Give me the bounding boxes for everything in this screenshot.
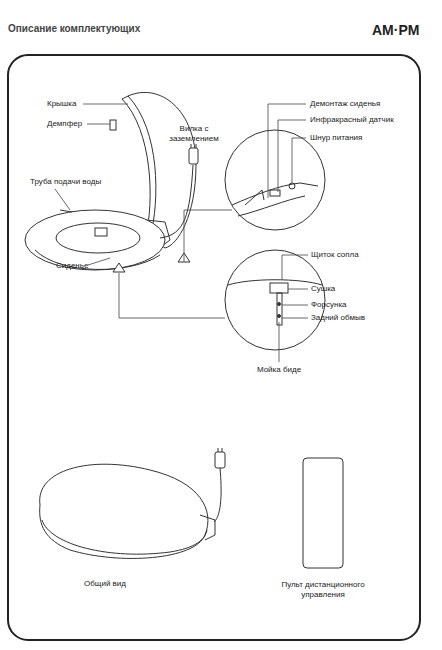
part-label: Щиток сопла bbox=[311, 250, 359, 260]
view-caption: Пульт дистанционного управления bbox=[273, 580, 373, 600]
part-label: Вилка с заземлением bbox=[163, 124, 225, 144]
part-label: Сиденье bbox=[56, 261, 88, 271]
remote-control bbox=[303, 458, 343, 568]
page-title: Описание комплектующих bbox=[8, 24, 140, 34]
seat-illustration bbox=[25, 92, 198, 272]
leader-lines bbox=[55, 104, 232, 318]
brand-logo: AM·PM bbox=[372, 22, 419, 38]
part-label: Инфракрасный датчик bbox=[310, 115, 394, 125]
part-label: Мойка биде bbox=[257, 365, 301, 375]
part-label: Демпфер bbox=[47, 119, 82, 129]
frame bbox=[8, 55, 420, 640]
part-label: Шнур питания bbox=[310, 133, 362, 143]
view-caption: Общий вид bbox=[84, 579, 126, 589]
general-view bbox=[40, 448, 225, 558]
part-label: Форсунка bbox=[311, 300, 347, 310]
part-label: Крышка bbox=[47, 99, 76, 109]
part-label: Демонтаж сиденья bbox=[310, 99, 380, 109]
detail-circle bbox=[225, 250, 325, 362]
part-label: Сушка bbox=[311, 284, 335, 294]
part-label: Задний обмыв bbox=[311, 313, 365, 323]
part-label: Труба подачи воды bbox=[30, 177, 101, 187]
